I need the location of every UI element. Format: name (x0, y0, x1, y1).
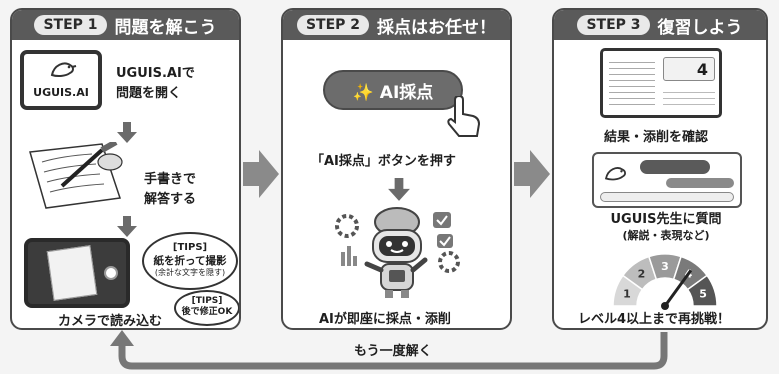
result-score-box: 4 (663, 57, 715, 81)
tip1-line1: 紙を折って撮影 (153, 254, 227, 267)
camera-label: カメラで読み込む (58, 314, 163, 329)
pointing-hand-icon (447, 96, 481, 137)
step3-badge: STEP 3 (577, 15, 650, 35)
tip2-line1: 後で修正OK (181, 307, 233, 318)
ai-grade-button-label: ✨ AI採点 (352, 82, 434, 103)
step1-header: STEP 1 問題を解こう (12, 10, 239, 40)
result-screen: 4 (600, 48, 722, 118)
ai-robot-icon (335, 207, 460, 298)
ask-instruction: UGUIS先生に質問 (解説・表現など) (596, 212, 736, 244)
tip1-bubble: [TIPS] 紙を折って撮影 (余計な文字を隠す) (142, 232, 238, 290)
ask-line1: UGUIS先生に質問 (610, 212, 722, 227)
ask-line2: (解説・表現など) (622, 229, 710, 242)
gauge-hub (661, 302, 669, 310)
open-instruction: UGUIS.AIで 問題を開く (116, 64, 195, 104)
retry-label: レベル4以上まで再挑戦！ (578, 312, 731, 327)
result-score: 4 (696, 60, 708, 79)
check-label: 結果・添削を確認 (604, 130, 709, 145)
uguis-tablet: UGUIS.AI (20, 50, 102, 110)
down-arrow-icon (117, 122, 137, 143)
gauge-level-label: 5 (699, 288, 707, 301)
phone-camera (24, 238, 130, 308)
bird-logo-icon (50, 62, 77, 78)
loop-label: もう一度解く (350, 340, 436, 359)
handwriting-paper-icon (29, 142, 123, 209)
ai-grade-button[interactable]: ✨ AI採点 (323, 70, 463, 110)
write-line2: 解答する (144, 192, 197, 207)
gauge-level-label: 2 (638, 268, 646, 281)
step1-card: STEP 1 問題を解こう UGUIS.AI UGUIS.AIで 問題を開く 手… (10, 8, 241, 330)
step2-badge: STEP 2 (296, 15, 370, 35)
result-text-lines (609, 57, 655, 109)
down-arrow-icon (388, 178, 410, 201)
level-gauge: 12345 (612, 253, 718, 310)
tip2-tag: [TIPS] (191, 296, 223, 306)
result-feedback-lines (663, 87, 715, 109)
open-line1: UGUIS.AIで (116, 66, 195, 81)
tip2-bubble: [TIPS] 後で修正OK (174, 290, 239, 326)
open-line2: 問題を開く (116, 86, 182, 101)
step-arrow-icon (514, 150, 550, 198)
tip1-line2: (余計な文字を隠す) (154, 267, 226, 277)
tip1-tag: [TIPS] (172, 242, 208, 253)
press-label: 「AI採点」ボタンを押す (311, 154, 456, 169)
step3-card: STEP 3 復習しよう 4 結果・添削を確認 UGUIS先生に質問 (解説・表… (552, 8, 768, 330)
logo-text: UGUIS.AI (33, 86, 89, 99)
chat-window (592, 152, 742, 208)
chat-input[interactable] (600, 192, 734, 202)
shutter-icon[interactable] (104, 266, 118, 280)
step-arrow-icon (243, 150, 279, 198)
step2-title: 採点はお任せ！ (377, 17, 497, 38)
step2-card: STEP 2 採点はお任せ！ ✨ AI採点 「AI採点」ボタンを押す AIが即座… (281, 8, 512, 330)
chat-bubble-user (666, 178, 734, 188)
step1-badge: STEP 1 (34, 15, 107, 35)
write-line1: 手書きで (144, 172, 197, 187)
step1-title: 問題を解こう (114, 17, 217, 38)
step3-title: 復習しよう (657, 17, 743, 38)
down-arrow-icon (117, 216, 137, 237)
chat-bubble-bot (640, 160, 710, 174)
result-label: AIが即座に採点・添削 (319, 312, 451, 327)
gauge-level-label: 1 (623, 288, 631, 301)
gauge-segment-5 (686, 274, 718, 307)
step3-header: STEP 3 復習しよう (554, 10, 766, 40)
gauge-needle (663, 269, 693, 307)
bird-logo-icon (604, 167, 626, 181)
step2-header: STEP 2 採点はお任せ！ (283, 10, 510, 40)
write-instruction: 手書きで 解答する (144, 170, 196, 210)
gauge-level-label: 3 (661, 260, 669, 273)
camera-paper (46, 245, 98, 301)
